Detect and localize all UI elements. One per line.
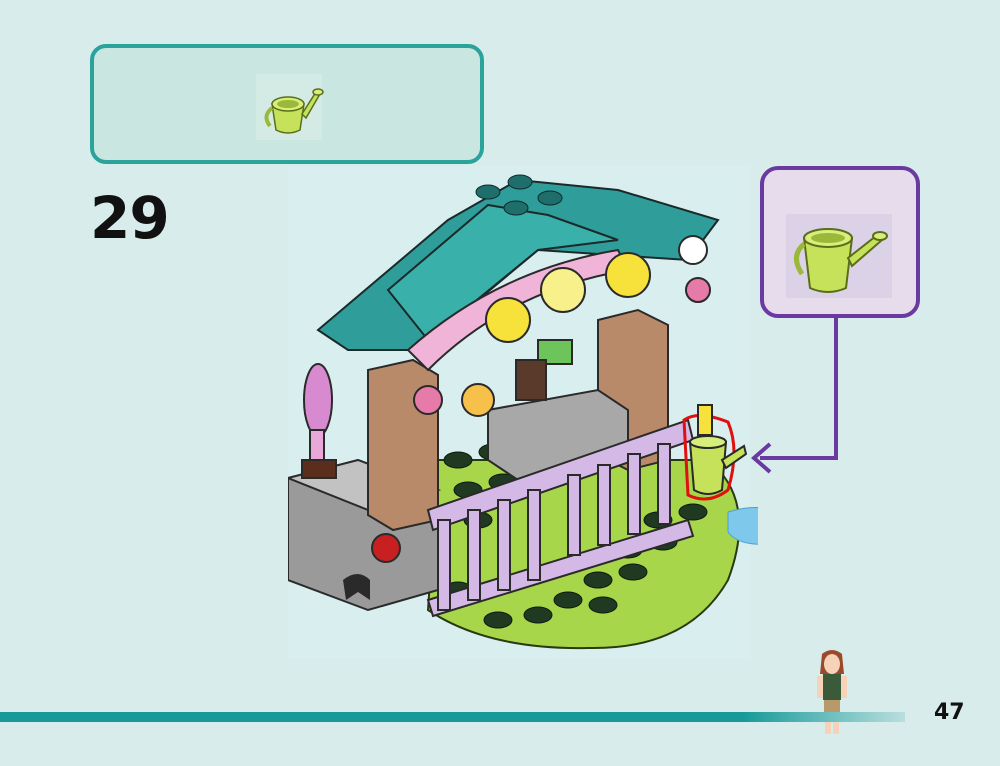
minifigure — [817, 650, 847, 734]
watering-can-icon — [794, 228, 888, 293]
footer-bar — [0, 712, 905, 722]
page-number: 47 — [934, 700, 965, 725]
callout-arrow — [750, 318, 838, 474]
flowers — [413, 235, 711, 417]
step-number: 29 — [90, 184, 170, 252]
water-splash — [727, 507, 758, 545]
hairbrush — [303, 363, 333, 437]
callout-box — [760, 166, 920, 318]
watering-can-placed — [682, 404, 748, 501]
callout-inner — [786, 214, 892, 298]
parts-list-box — [90, 44, 484, 164]
build-illustration — [288, 166, 758, 658]
watering-can-icon — [256, 74, 324, 140]
fence — [426, 418, 695, 618]
